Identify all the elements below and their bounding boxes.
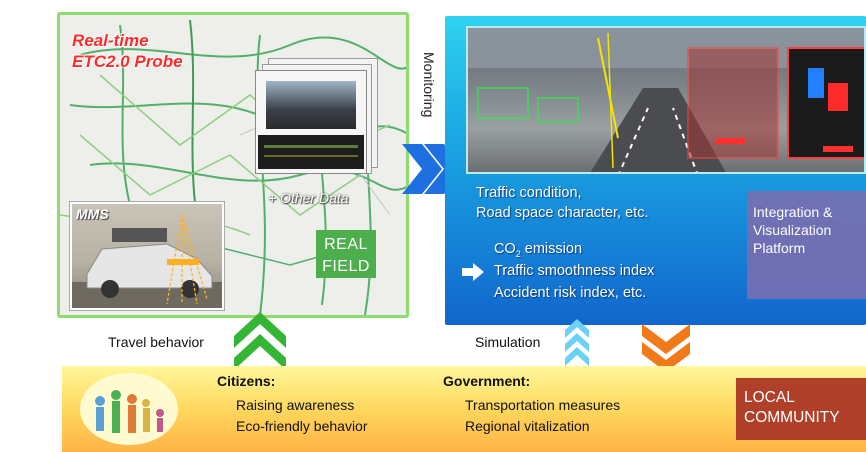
real-field-box: REAL FIELD	[316, 230, 376, 278]
community-band	[62, 366, 866, 452]
chevron-up-icon	[234, 312, 286, 370]
platform-line1: Traffic condition,	[476, 185, 582, 201]
probe-label-line1: Real-time	[72, 31, 149, 50]
local-community-box: LOCAL COMMUNITY	[736, 378, 866, 440]
traffic-camera-photo	[466, 26, 866, 174]
probe-label-line2: ETC2.0 Probe	[72, 52, 183, 71]
metric-smoothness: Traffic smoothness index	[494, 263, 655, 279]
metric-accident: Accident risk index, etc.	[494, 285, 647, 301]
camera-photo-icon	[255, 70, 367, 174]
people-icon	[80, 373, 178, 445]
other-data-label: + Other Data	[268, 190, 349, 206]
car-icon	[70, 202, 224, 310]
government-item-2: Regional vitalization	[465, 418, 590, 434]
simulation-up-arrow-icon	[565, 319, 589, 366]
citizens-title: Citizens:	[217, 373, 276, 389]
citizens-item-2: Eco-friendly behavior	[236, 418, 368, 434]
real-field-line1: REAL	[324, 236, 368, 253]
integration-line2: Visualization	[753, 222, 832, 238]
platform-line2: Road space character, etc.	[476, 205, 649, 221]
travel-behavior-label: Travel behavior	[108, 334, 204, 350]
integration-line3: Platform	[753, 240, 806, 256]
local-line1: LOCAL	[744, 389, 795, 406]
real-field-line2: FIELD	[322, 258, 370, 275]
government-title: Government:	[443, 373, 531, 389]
integration-platform-box: Integration & Visualization Platform	[747, 191, 866, 299]
local-line2: COMMUNITY	[744, 409, 840, 426]
metric-co2: CO2 emission	[494, 241, 583, 259]
simulation-label: Simulation	[475, 334, 541, 350]
arrow-right-icon	[462, 263, 484, 281]
mms-label: MMS	[76, 206, 109, 222]
monitoring-label: Monitoring	[421, 52, 437, 118]
integration-line1: Integration &	[753, 204, 833, 220]
citizens-item-1: Raising awareness	[236, 397, 355, 413]
government-item-1: Transportation measures	[465, 397, 621, 413]
